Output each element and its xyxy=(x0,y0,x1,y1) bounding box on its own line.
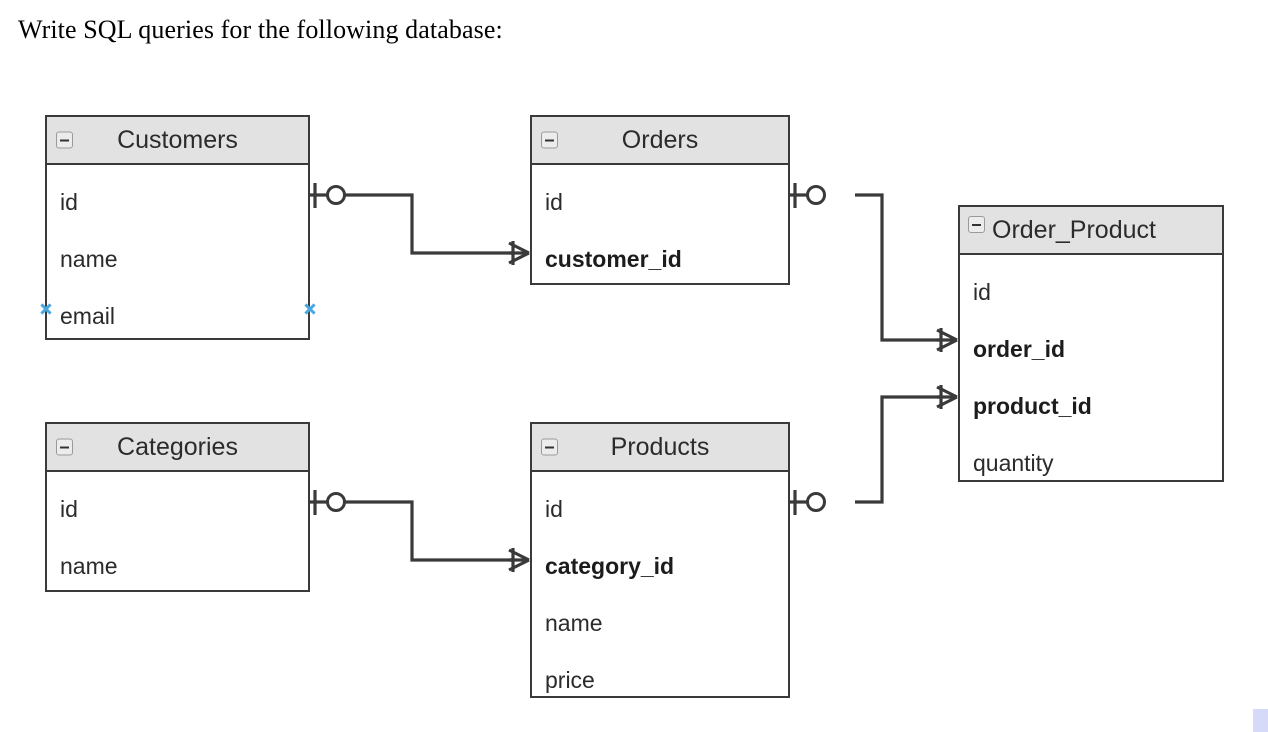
field-row[interactable]: id xyxy=(47,173,308,230)
field-row[interactable]: order_id xyxy=(960,320,1222,377)
field-name: id xyxy=(973,278,991,305)
crowsfoot-marker xyxy=(508,241,530,265)
field-row[interactable]: name xyxy=(47,537,308,594)
zero-circle-marker xyxy=(806,492,826,512)
crowsfoot-marker xyxy=(936,385,958,409)
field-name: order_id xyxy=(973,335,1066,362)
entity-header[interactable]: Customers xyxy=(47,117,308,165)
entity-header[interactable]: Order_Product xyxy=(960,207,1222,255)
field-name: name xyxy=(60,552,118,579)
zero-circle-marker xyxy=(326,492,346,512)
minus-box-icon[interactable] xyxy=(541,131,558,149)
relationship-categories-products xyxy=(310,490,530,572)
entity-field-list: id name email xyxy=(47,165,308,344)
field-name: customer_id xyxy=(545,245,682,272)
field-name: name xyxy=(545,609,603,636)
entity-field-list: id name xyxy=(47,472,308,594)
field-row[interactable]: name xyxy=(532,594,788,651)
relationship-customers-orders xyxy=(310,183,530,265)
zero-circle-marker xyxy=(806,185,826,205)
field-row[interactable]: category_id xyxy=(532,537,788,594)
field-name: email xyxy=(60,302,115,329)
field-row[interactable]: name xyxy=(47,230,308,287)
entity-title: Order_Product xyxy=(992,216,1156,244)
wire-path xyxy=(345,193,513,255)
field-name: quantity xyxy=(973,449,1054,476)
entity-customers[interactable]: Customers id name email xyxy=(45,115,310,340)
entity-categories[interactable]: Categories id name xyxy=(45,422,310,592)
relationship-orders-order_product xyxy=(790,183,958,352)
entity-order-product[interactable]: Order_Product id order_id product_id qua… xyxy=(958,205,1224,482)
field-name: product_id xyxy=(973,392,1092,419)
crowsfoot-marker xyxy=(508,548,530,572)
entity-header[interactable]: Products xyxy=(532,424,788,472)
entity-products[interactable]: Products id category_id name price xyxy=(530,422,790,698)
field-row[interactable]: email xyxy=(47,287,308,344)
field-row[interactable]: product_id xyxy=(960,377,1222,434)
entity-header[interactable]: Orders xyxy=(532,117,788,165)
resize-handle-left[interactable] xyxy=(39,302,52,315)
entity-orders[interactable]: Orders id customer_id xyxy=(530,115,790,285)
text-caret-artifact xyxy=(1253,709,1268,732)
wire-path xyxy=(855,395,941,504)
entity-header[interactable]: Categories xyxy=(47,424,308,472)
wire-path xyxy=(855,193,941,342)
field-row[interactable]: id xyxy=(47,480,308,537)
field-name: id xyxy=(60,495,78,522)
resize-handle-right[interactable] xyxy=(303,302,316,315)
entity-field-list: id order_id product_id quantity xyxy=(960,255,1222,491)
crowsfoot-marker xyxy=(936,328,958,352)
minus-box-icon[interactable] xyxy=(56,131,73,149)
minus-box-icon[interactable] xyxy=(56,438,73,456)
entity-title: Categories xyxy=(117,433,238,461)
page-title: Write SQL queries for the following data… xyxy=(18,15,503,44)
minus-box-icon[interactable] xyxy=(541,438,558,456)
entity-field-list: id category_id name price xyxy=(532,472,788,708)
field-row[interactable]: quantity xyxy=(960,434,1222,491)
field-name: name xyxy=(60,245,118,272)
entity-title: Orders xyxy=(621,126,699,154)
field-row[interactable]: id xyxy=(532,480,788,537)
field-name: price xyxy=(545,666,595,693)
field-row[interactable]: id xyxy=(960,263,1222,320)
field-name: id xyxy=(545,188,563,215)
minus-box-icon[interactable] xyxy=(968,216,985,233)
field-name: id xyxy=(60,188,78,215)
wire-path xyxy=(345,500,513,562)
field-name: id xyxy=(545,495,563,522)
field-row[interactable]: id xyxy=(532,173,788,230)
zero-circle-marker xyxy=(326,185,346,205)
field-name: category_id xyxy=(545,552,675,579)
relationship-products-order_product xyxy=(790,385,958,515)
entity-field-list: id customer_id xyxy=(532,165,788,287)
field-row[interactable]: customer_id xyxy=(532,230,788,287)
entity-title: Customers xyxy=(117,126,238,154)
field-row[interactable]: price xyxy=(532,651,788,708)
entity-title: Products xyxy=(610,433,710,461)
